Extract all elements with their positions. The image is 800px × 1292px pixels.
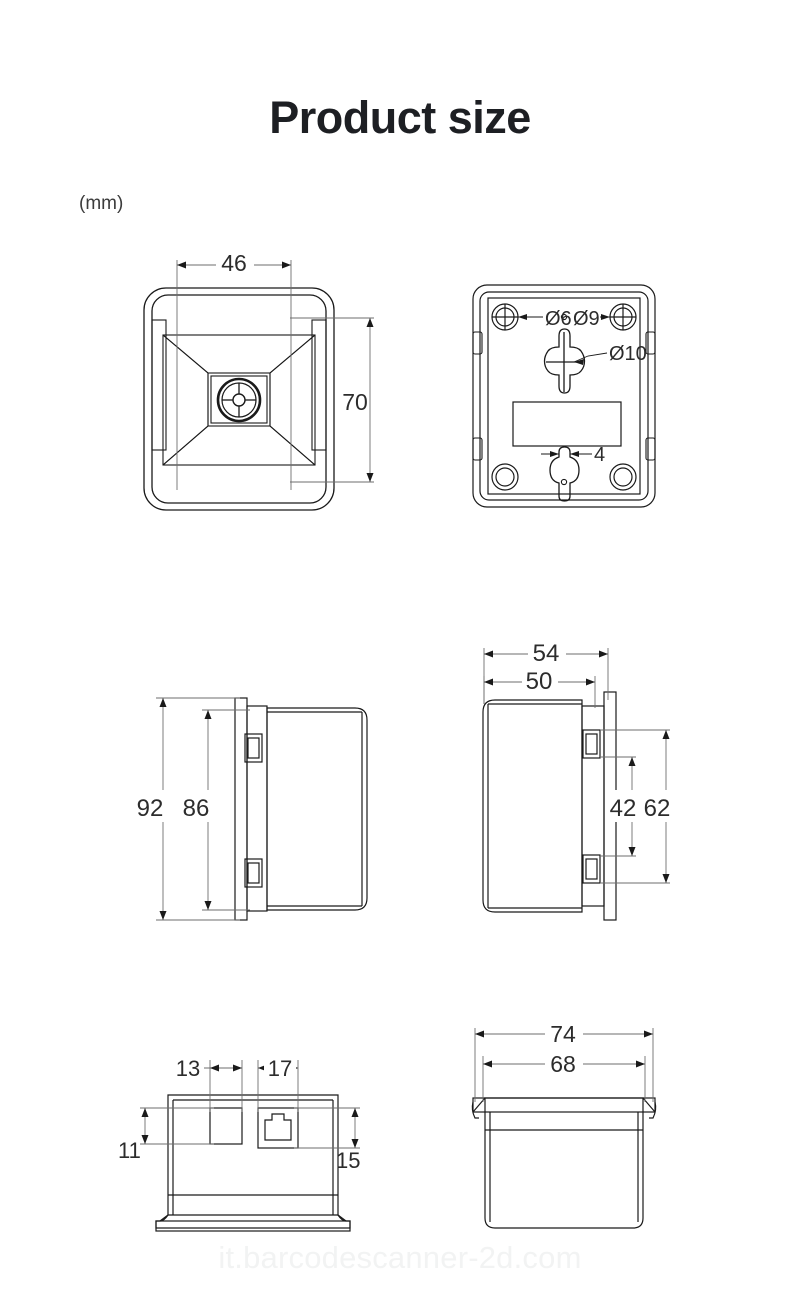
dimension-13-label: 13 [176, 1056, 200, 1081]
dimension-15 [294, 1107, 360, 1149]
back-view: Ø6 Ø9 Ø10 4 [455, 270, 690, 525]
dimension-42-label: 42 [610, 795, 637, 822]
dimension-15-label: 15 [336, 1148, 360, 1173]
dimension-74 [474, 1028, 654, 1102]
top-view: 74 68 [455, 1020, 710, 1265]
clip-lower [244, 858, 263, 888]
dimension-d6: Ø6 [518, 308, 572, 330]
rj45-port-icon [257, 1107, 299, 1149]
dimension-70-label: 70 [342, 389, 368, 415]
dimension-68 [482, 1056, 646, 1102]
dimension-70 [290, 317, 374, 483]
dimension-13 [198, 1060, 243, 1112]
left-side-view: 92 86 [137, 670, 395, 945]
clip-upper [244, 733, 263, 763]
front-view: 46 70 [130, 240, 390, 525]
svg-text:Ø6: Ø6 [545, 308, 572, 330]
dimension-68-label: 68 [550, 1051, 576, 1077]
dimension-11 [140, 1107, 214, 1145]
dimension-74-label: 74 [550, 1021, 576, 1047]
svg-text:Ø10: Ø10 [609, 343, 647, 365]
unit-label: (mm) [79, 193, 124, 214]
lower-keyhole [549, 446, 580, 502]
clip-lower [582, 854, 601, 884]
bottom-view: 13 17 11 [110, 1040, 385, 1265]
dimension-d9: Ø9 [573, 308, 610, 330]
cutout-opening [209, 1107, 243, 1145]
dimension-92-label: 92 [137, 795, 164, 822]
site-watermark: it.barcodescanner-2d.com [218, 1240, 582, 1275]
dimension-86-label: 86 [183, 795, 210, 822]
dimension-62-label: 62 [644, 795, 671, 822]
clip-upper [582, 729, 601, 759]
svg-text:Ø9: Ø9 [573, 308, 600, 330]
svg-text:4: 4 [594, 444, 605, 466]
page-title: Product size [269, 92, 531, 143]
dimension-46-label: 46 [221, 250, 247, 276]
right-side-view: 54 50 42 [460, 630, 695, 935]
dimension-11-label: 11 [118, 1138, 141, 1163]
lens-icon [216, 377, 262, 423]
dimension-d10: Ø10 [573, 343, 647, 365]
label-area [512, 401, 622, 447]
dimension-50-label: 50 [526, 668, 553, 695]
dimension-17-label: 17 [268, 1056, 292, 1081]
dimension-54-label: 54 [533, 640, 560, 667]
dimension-4: 4 [541, 444, 605, 466]
